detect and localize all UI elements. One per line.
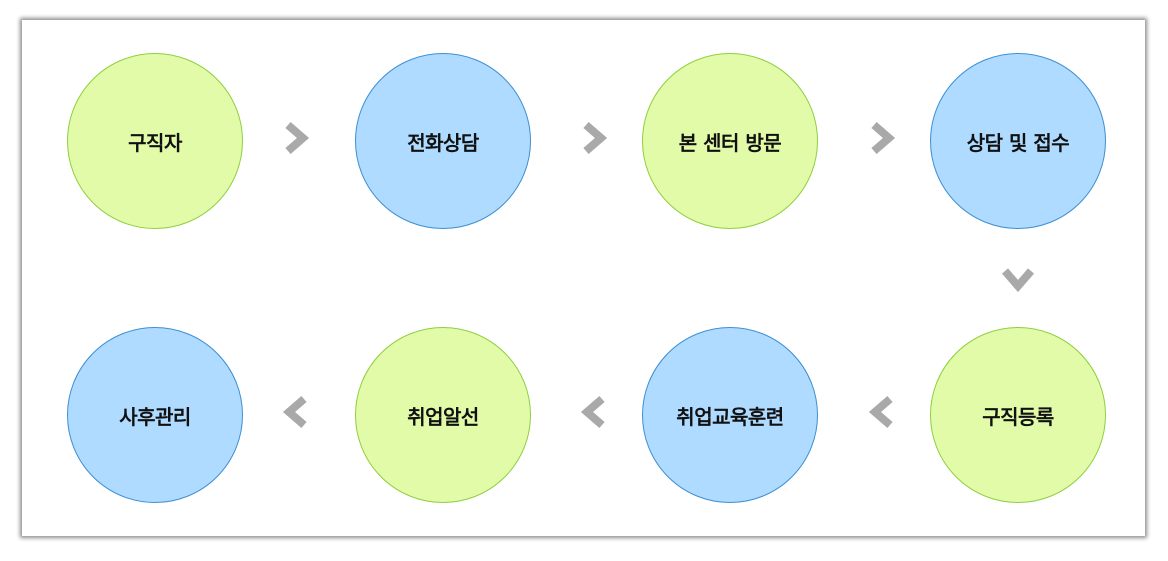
step-center-visit: 본 센터 방문: [642, 53, 818, 229]
chevron-left-icon: [865, 395, 899, 429]
step-job-registration: 구직등록: [930, 327, 1106, 503]
chevron-right-icon: [279, 121, 313, 155]
step-label: 구직등록: [982, 404, 1054, 429]
step-aftercare: 사후관리: [67, 327, 243, 503]
step-label: 상담 및 접수: [966, 130, 1070, 155]
chevron-down-icon: [1001, 262, 1035, 296]
process-flow-panel: 구직자 전화상담 본 센터 방문 상담 및 접수 사후관리 취업알선 취업교육훈…: [22, 20, 1145, 536]
step-label: 사후관리: [119, 404, 191, 429]
step-job-placement: 취업알선: [355, 327, 531, 503]
step-label: 취업교육훈련: [676, 404, 784, 429]
step-label: 전화상담: [407, 130, 479, 155]
step-label: 본 센터 방문: [678, 130, 782, 155]
step-label: 구직자: [128, 130, 182, 155]
step-phone-consultation: 전화상담: [355, 53, 531, 229]
chevron-left-icon: [577, 395, 611, 429]
step-job-training: 취업교육훈련: [642, 327, 818, 503]
step-label: 취업알선: [407, 404, 479, 429]
chevron-left-icon: [279, 395, 313, 429]
chevron-right-icon: [577, 121, 611, 155]
chevron-right-icon: [865, 121, 899, 155]
step-consultation-registration: 상담 및 접수: [930, 53, 1106, 229]
step-job-seeker: 구직자: [67, 53, 243, 229]
